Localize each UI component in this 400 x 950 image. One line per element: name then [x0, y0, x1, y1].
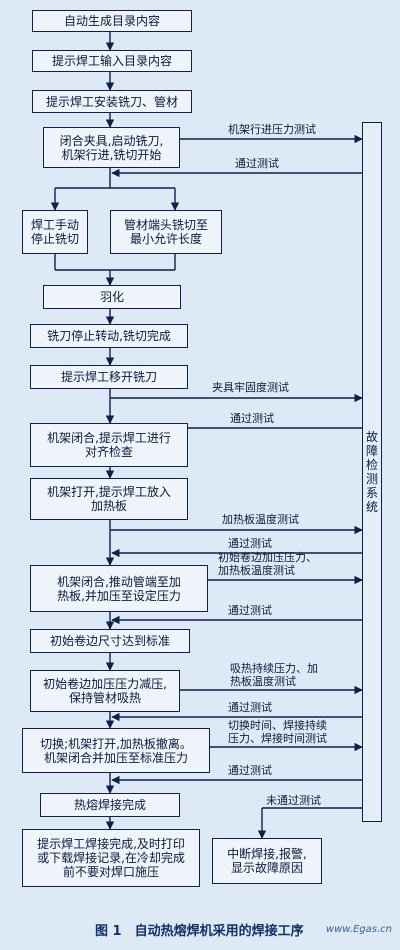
step-close-clamp-start-cutting: 闭合夹具,启动铣刀, 机架行进,铣切开始 [43, 127, 180, 168]
step-frame-close-pressurize: 机架闭合,推动管端至加 热板,并加压至设定压力 [30, 565, 208, 612]
pass-test-label: 通过测试 [228, 764, 272, 777]
pass-test-label: 通过测试 [235, 157, 279, 170]
step-cutter-stop: 铣刀停止转动,铣切完成 [30, 324, 188, 348]
pass-test-label: 通过测试 [230, 412, 274, 425]
test-clamp-firmness: 夹具牢固度测试 [212, 381, 289, 394]
fault-detection-system: 故障检测系统 [362, 122, 382, 822]
test-changeover-time: 切换时间、焊接持续 压力、焊接时间测试 [228, 719, 327, 745]
step-auto-generate-catalog: 自动生成目录内容 [32, 10, 192, 32]
step-reduce-pressure-heat-soak: 初始卷边加压压力减压, 保持管材吸热 [30, 670, 180, 712]
step-prompt-input-catalog: 提示焊工输入目录内容 [32, 50, 192, 72]
pass-test-label: 通过测试 [228, 701, 272, 714]
step-initial-bead-reached: 初始卷边尺寸达到标准 [30, 629, 190, 653]
step-feathering: 羽化 [43, 285, 181, 309]
test-heater-temperature: 加热板温度测试 [222, 513, 299, 526]
step-frame-close-alignment: 机架闭合,提示焊工进行 对齐检查 [30, 423, 188, 467]
step-prompt-remove-cutter: 提示焊工移开铣刀 [30, 365, 188, 389]
step-frame-open-insert-heater: 机架打开,提示焊工放入 加热板 [30, 478, 188, 520]
pass-test-label: 通过测试 [228, 537, 272, 550]
step-abort-alarm: 中断焊接,报警, 显示故障原因 [212, 838, 322, 884]
step-prompt-install-cutter: 提示焊工安装铣刀、管材 [32, 90, 192, 113]
fail-test-label: 未通过测试 [266, 794, 321, 807]
step-fusion-complete: 热熔焊接完成 [40, 793, 180, 817]
watermark: www.Egas.cn [325, 924, 392, 935]
figure-caption: 图 1 自动热熔焊机采用的焊接工序 [95, 924, 304, 939]
step-changeover: 切换;机架打开,加热板撤离。 机架闭合并加压至标准压力 [22, 728, 210, 773]
step-cut-to-min-length: 管材端头铣切至 最小允许长度 [110, 210, 222, 254]
step-manual-stop-cutting: 焊工手动 停止铣切 [22, 210, 88, 254]
test-heat-soak-pressure: 吸热持续压力、加 热板温度测试 [230, 662, 318, 688]
pass-test-label: 通过测试 [228, 604, 272, 617]
test-initial-bead-pressure: 初始卷边加压压力、 加热板温度测试 [218, 551, 317, 577]
test-frame-travel-pressure: 机架行进压力测试 [228, 123, 316, 136]
step-prompt-weld-complete: 提示焊工焊接完成,及时打印 或下载焊接记录,在冷却完成 前不要对焊口施压 [22, 829, 200, 887]
fault-detection-system-label: 故障检测系统 [365, 430, 378, 514]
